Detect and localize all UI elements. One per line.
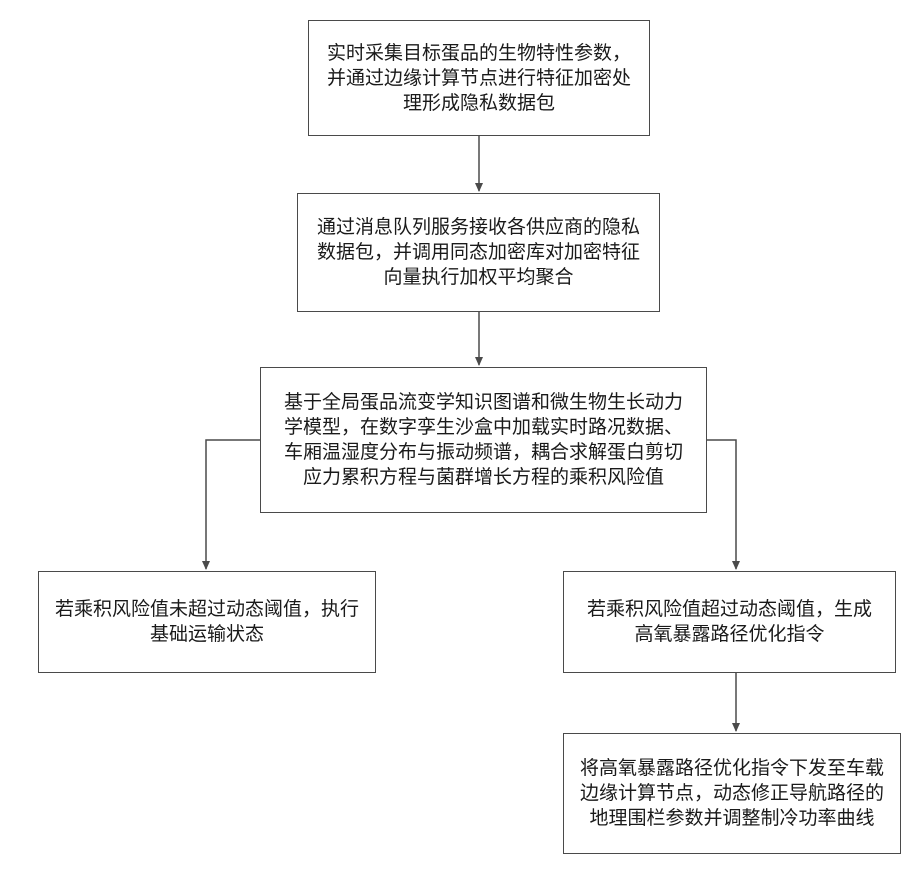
branch-above-threshold: 若乘积风险值超过动态阈值，生成高氧暴露路径优化指令: [563, 571, 896, 673]
step-compute-risk-text: 基于全局蛋品流变学知识图谱和微生物生长动力学模型，在数字孪生沙盒中加载实时路况数…: [275, 390, 692, 490]
arrow-step3-to-branch-left: [206, 440, 260, 569]
step-aggregate-encrypted: 通过消息队列服务接收各供应商的隐私数据包，并调用同态加密库对加密特征向量执行加权…: [297, 193, 660, 312]
branch-below-threshold: 若乘积风险值未超过动态阈值，执行基础运输状态: [38, 571, 376, 673]
step-compute-risk: 基于全局蛋品流变学知识图谱和微生物生长动力学模型，在数字孪生沙盒中加载实时路况数…: [260, 367, 707, 513]
branch-below-threshold-text: 若乘积风险值未超过动态阈值，执行基础运输状态: [53, 597, 361, 647]
branch-above-threshold-text: 若乘积风险值超过动态阈值，生成高氧暴露路径优化指令: [578, 597, 881, 647]
step-collect-and-encrypt: 实时采集目标蛋品的生物特性参数，并通过边缘计算节点进行特征加密处理形成隐私数据包: [308, 20, 650, 136]
step-dispatch-instruction-text: 将高氧暴露路径优化指令下发至车载边缘计算节点，动态修正导航路径的地理围栏参数并调…: [576, 756, 888, 831]
step-aggregate-encrypted-text: 通过消息队列服务接收各供应商的隐私数据包，并调用同态加密库对加密特征向量执行加权…: [312, 215, 645, 290]
arrow-step3-to-branch-right: [707, 440, 736, 569]
step-collect-and-encrypt-text: 实时采集目标蛋品的生物特性参数，并通过边缘计算节点进行特征加密处理形成隐私数据包: [323, 41, 635, 116]
step-dispatch-instruction: 将高氧暴露路径优化指令下发至车载边缘计算节点，动态修正导航路径的地理围栏参数并调…: [563, 733, 901, 854]
